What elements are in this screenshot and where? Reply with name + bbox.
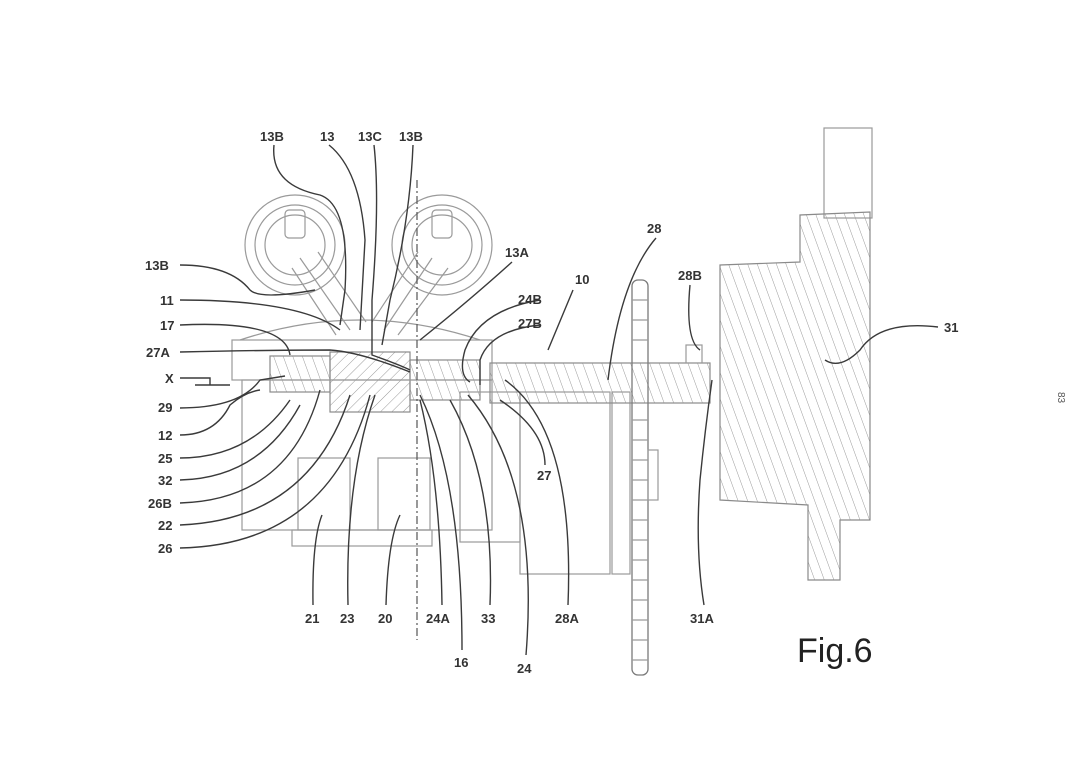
label-12: 12 xyxy=(158,428,172,443)
label-16: 16 xyxy=(454,655,468,670)
label-29: 29 xyxy=(158,400,172,415)
label-13C: 13C xyxy=(358,129,382,144)
label-25: 25 xyxy=(158,451,172,466)
label-33: 33 xyxy=(481,611,495,626)
label-31: 31 xyxy=(944,320,958,335)
label-23: 23 xyxy=(340,611,354,626)
label-13: 13 xyxy=(320,129,334,144)
label-13A: 13A xyxy=(505,245,529,260)
label-26: 26 xyxy=(158,541,172,556)
label-17: 17 xyxy=(160,318,174,333)
label-27B: 27B xyxy=(518,316,542,331)
leader-lines xyxy=(179,144,939,656)
reference-labels: 13B 13 13C 13B 13B 11 17 27A X 29 12 25 … xyxy=(145,129,958,676)
block-31 xyxy=(719,127,873,581)
label-20: 20 xyxy=(378,611,392,626)
shaft xyxy=(489,344,711,404)
label-24B: 24B xyxy=(518,292,542,307)
side-mark: 83 xyxy=(1055,392,1066,404)
valve-assembly-right xyxy=(371,194,493,336)
label-28B: 28B xyxy=(678,268,702,283)
label-24A: 24A xyxy=(426,611,450,626)
label-28A: 28A xyxy=(555,611,579,626)
central-housing xyxy=(231,319,631,575)
label-32: 32 xyxy=(158,473,172,488)
label-26B: 26B xyxy=(148,496,172,511)
label-13B-top-left: 13B xyxy=(260,129,284,144)
figure-title: Fig.6 xyxy=(797,632,873,670)
label-22: 22 xyxy=(158,518,172,533)
label-10: 10 xyxy=(575,272,589,287)
label-27: 27 xyxy=(537,468,551,483)
label-27A: 27A xyxy=(146,345,170,360)
label-13B-left: 13B xyxy=(145,258,169,273)
label-28: 28 xyxy=(647,221,661,236)
label-21: 21 xyxy=(305,611,319,626)
label-13B-top-right: 13B xyxy=(399,129,423,144)
label-X: X xyxy=(165,371,174,386)
label-31A: 31A xyxy=(690,611,714,626)
label-11: 11 xyxy=(160,293,174,308)
sprocket xyxy=(631,279,659,676)
label-24: 24 xyxy=(517,661,532,676)
